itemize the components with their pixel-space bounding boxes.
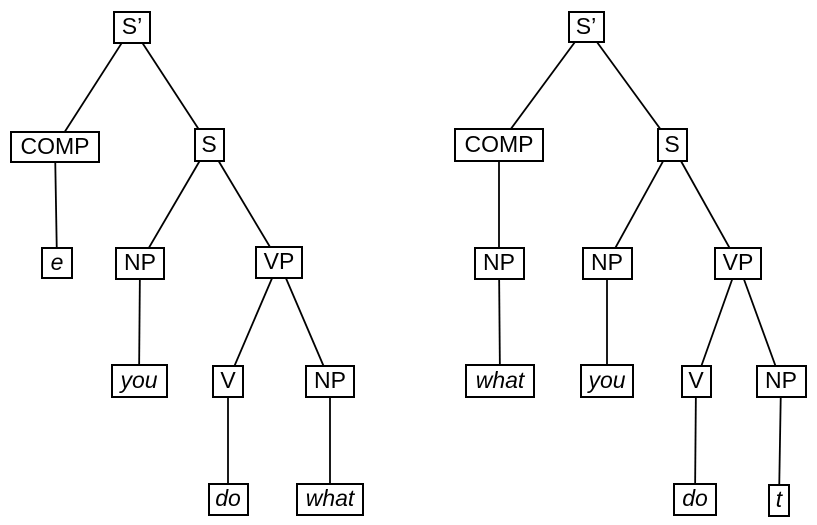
- tree-edge-right-tree-np-comp-what: [498, 262, 501, 382]
- tree-node-right-tree-t: t: [768, 483, 790, 517]
- tree-node-left-tree-comp: COMP: [10, 131, 100, 163]
- tree-edge-right-tree-np-obj-t: [778, 380, 782, 501]
- tree-node-left-tree-vp: VP: [255, 245, 303, 279]
- tree-node-right-tree-s-bar: S’: [567, 11, 605, 43]
- tree-node-left-tree-what: what: [296, 482, 364, 516]
- tree-edge-left-tree-vp-np-obj: [278, 261, 331, 382]
- tree-node-left-tree-np-subj: NP: [115, 246, 165, 280]
- tree-edge-right-tree-s-np-subj: [606, 144, 673, 264]
- tree-edge-left-tree-s-bar-comp: [54, 26, 133, 148]
- tree-node-right-tree-what: what: [465, 364, 535, 398]
- tree-node-right-tree-v: V: [680, 364, 712, 398]
- tree-edge-left-tree-s-np-subj: [139, 144, 210, 264]
- tree-edge-right-tree-vp-np-obj: [737, 262, 782, 382]
- tree-edge-right-tree-s-bar-s: [585, 26, 673, 146]
- tree-node-left-tree-v: V: [212, 364, 244, 398]
- tree-node-right-tree-s: S: [656, 128, 688, 162]
- tree-edge-right-tree-s-vp: [671, 144, 739, 264]
- tree-node-right-tree-do: do: [673, 482, 717, 516]
- tree-node-right-tree-vp: VP: [714, 246, 762, 280]
- tree-edge-right-tree-s-bar-comp: [498, 26, 587, 146]
- tree-node-right-tree-np-obj: NP: [755, 364, 807, 398]
- tree-edge-left-tree-s-bar-s: [131, 26, 210, 146]
- tree-node-left-tree-you: you: [110, 364, 168, 398]
- tree-node-right-tree-you: you: [580, 364, 634, 398]
- tree-node-right-tree-comp: COMP: [454, 128, 544, 162]
- tree-node-right-tree-np-comp: NP: [473, 246, 525, 280]
- tree-node-left-tree-do: do: [207, 482, 249, 516]
- tree-edge-right-tree-vp-v: [695, 262, 739, 382]
- tree-edge-left-tree-comp-e: [54, 146, 58, 264]
- tree-edge-left-tree-np-subj-you: [138, 262, 141, 382]
- tree-node-left-tree-e: e: [41, 247, 73, 279]
- tree-edge-left-tree-s-vp: [208, 144, 280, 263]
- tree-node-left-tree-s-bar: S’: [113, 10, 151, 44]
- tree-edge-left-tree-vp-v: [227, 261, 280, 382]
- tree-edge-right-tree-v-do: [694, 380, 697, 500]
- tree-node-right-tree-np-subj: NP: [581, 246, 633, 280]
- tree-node-left-tree-s: S: [193, 128, 225, 162]
- tree-node-left-tree-np-obj: NP: [305, 364, 355, 398]
